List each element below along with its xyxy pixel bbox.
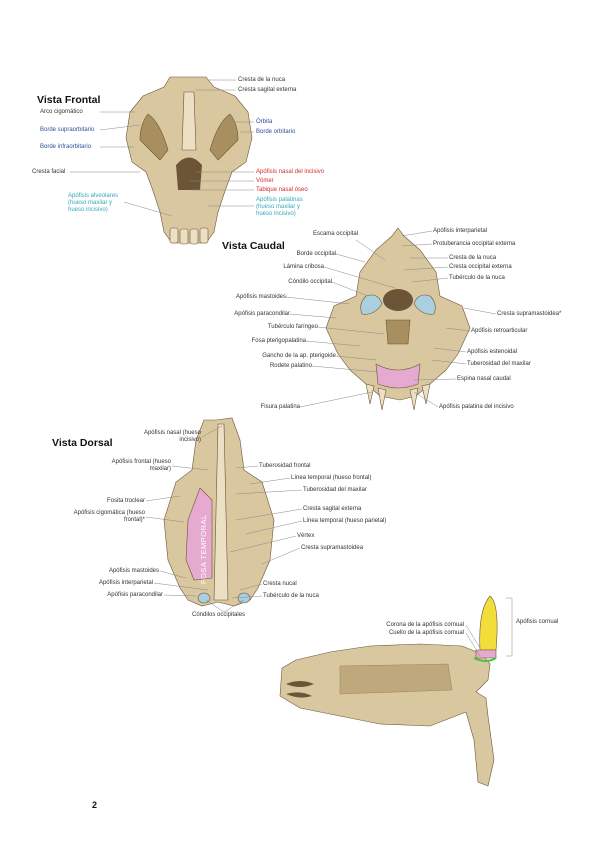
label-apofisis-alveolares: Apófisis alveolares (hueso maxilar y hue… <box>68 193 119 213</box>
label-apofisis-cornual: Apófisis cornual <box>516 619 559 625</box>
label-tuberculo-nuca: Tubérculo de la nuca <box>449 275 505 281</box>
label-apofisis-cigomatica: Apófisis cigomática (hueso frontal)* <box>73 510 145 523</box>
label-cresta-nucal: Cresta nucal <box>263 581 297 587</box>
label-vomer: Vómer <box>256 178 274 184</box>
frontal-view-title: Vista Frontal <box>37 94 101 106</box>
label-borde-occipital: Borde occipital <box>296 251 336 257</box>
label-arco-cigomatico: Arco cigomático <box>40 109 83 115</box>
label-apofisis-paracondilar: Apófisis paracondilar <box>234 311 290 317</box>
label-apofisis-interparietal-dorsal: Apófisis interparietal <box>98 580 153 586</box>
label-tuberculo-nuca-dorsal: Tubérculo de la nuca <box>263 593 319 599</box>
label-tabique-nasal: Tabique nasal óseo <box>256 187 308 193</box>
label-cresta-supramastoidea: Cresta supramastoidea* <box>497 311 562 317</box>
label-rodete-palatino: Rodete palatino <box>269 363 312 369</box>
label-apofisis-mastoides-dorsal: Apófisis mastoides <box>108 568 159 574</box>
label-cresta-sagital: Cresta sagital externa <box>238 87 297 93</box>
label-corona-apofisis: Corona de la apófisis cornual <box>386 622 464 628</box>
label-linea-temporal-frontal: Línea temporal (hueso frontal) <box>291 475 372 481</box>
label-cuello-apofisis: Cuello de la apófisis cornual <box>388 630 464 636</box>
label-espina-nasal-caudal: Espina nasal caudal <box>457 376 511 382</box>
label-borde-infraorbitario: Borde infraorbitario <box>40 144 92 150</box>
caudal-skull-drawing <box>285 227 497 411</box>
page-number: 2 <box>92 800 98 810</box>
label-borde-supraorbitario: Borde supraorbitario <box>40 127 95 133</box>
dorsal-view-title: Vista Dorsal <box>52 437 113 449</box>
label-condilo-occipital: Cóndilo occipital <box>288 279 332 285</box>
label-cresta-nuca-caudal: Cresta de la nuca <box>449 255 497 261</box>
label-cresta-supramastoidea-dorsal: Cresta supramastoidea <box>301 545 364 551</box>
label-linea-temporal-parietal: Línea temporal (hueso parietal) <box>303 518 387 524</box>
label-lamina-cribosa: Lámina cribosa <box>283 264 324 270</box>
label-borde-orbitario: Borde orbitario <box>256 129 296 135</box>
label-tuberculo-faringeo: Tubérculo faríngeo <box>267 324 318 330</box>
label-tuberosidad-maxilar: Tuberosidad del maxilar <box>467 361 531 367</box>
label-cresta-sagital-dorsal: Cresta sagital externa <box>303 506 362 512</box>
label-apofisis-paracondilar-dorsal: Apófisis paracondilar <box>107 592 163 598</box>
label-gancho-pterigoide: Gancho de la ap. pterigoide <box>262 353 336 359</box>
label-apofisis-estenoidal: Apófisis estenoidal <box>467 349 518 355</box>
label-apofisis-retroarticular: Apófisis retroarticular <box>471 328 528 334</box>
label-orbita: Órbita <box>256 119 273 125</box>
label-tuberosidad-maxilar-dorsal: Tuberosidad del maxilar <box>303 487 367 493</box>
label-fosita-troclear: Fosita troclear <box>106 498 145 504</box>
frontal-skull-drawing <box>70 76 254 245</box>
label-apofisis-palatinas: Apófisis palatinas (hueso maxilar y hues… <box>256 197 303 217</box>
fossa-label: FOSA TEMPORAL <box>199 514 208 584</box>
label-vertex: Vértex <box>297 533 315 539</box>
label-apofisis-interparietal: Apófisis interparietal <box>433 228 488 234</box>
label-apofisis-frontal: Apófisis frontal (hueso maxilar) <box>111 459 171 472</box>
label-cresta-occipital: Cresta occipital externa <box>449 264 512 270</box>
label-cresta-facial: Cresta facial <box>32 169 66 175</box>
label-tuberosidad-frontal: Tuberosidad frontal <box>259 463 311 469</box>
label-apofisis-nasal: Apófisis nasal (hueso incisivo) <box>143 430 201 443</box>
label-fosa-pterigopalatina: Fosa pterigopalatina <box>251 338 306 344</box>
label-apofisis-nasal-incisivo: Apófisis nasal del incisivo <box>256 169 325 175</box>
caudal-view-title: Vista Caudal <box>222 240 285 252</box>
horn-skull-drawing <box>279 595 513 787</box>
label-condilos-occipitales: Cóndilos occipitales <box>192 612 246 618</box>
label-escama-occipital: Escama occipital <box>312 231 358 237</box>
label-apofisis-palatina-incisivo: Apófisis palatina del incisivo <box>439 404 514 410</box>
label-protuberancia-occipital: Protuberancia occipital externa <box>433 241 516 247</box>
label-apofisis-mastoides: Apófisis mastoides <box>235 294 286 300</box>
label-fisura-palatina: Fisura palatina <box>260 404 300 410</box>
label-cresta-nuca: Cresta de la nuca <box>238 77 286 83</box>
dorsal-skull-drawing: FOSA TEMPORAL <box>145 417 303 613</box>
